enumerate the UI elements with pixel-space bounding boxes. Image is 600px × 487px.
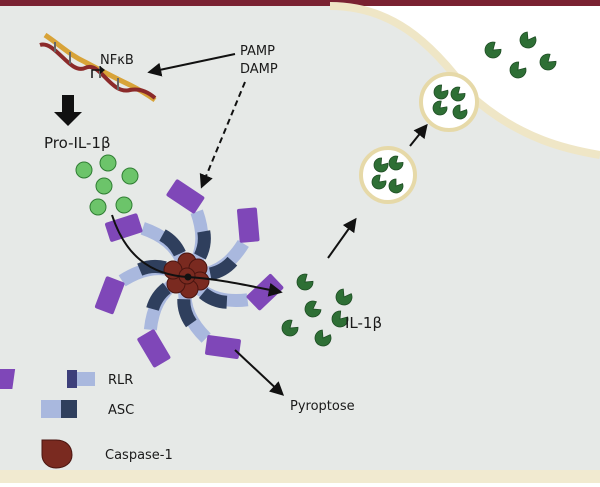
bottom-frame: [0, 470, 600, 483]
cleavage-point: [184, 273, 192, 281]
il1b-molecule: [484, 41, 502, 59]
pro-il1b-label: Pro-IL-1β: [44, 134, 111, 152]
il1b-molecule: [433, 84, 449, 100]
il1b-molecule: [331, 310, 349, 328]
pyroptose-label: Pyroptose: [290, 399, 355, 414]
dna-helix-icon: [39, 32, 157, 103]
il1b-label: IL-1β: [345, 314, 382, 332]
il1b-molecule: [296, 273, 314, 291]
il1b-molecule: [304, 300, 322, 318]
il1b-molecule: [388, 178, 404, 194]
il1b-molecule: [450, 86, 466, 102]
il1b-molecule: [452, 104, 468, 120]
secretion-arrow-2: [409, 123, 428, 147]
il1b-molecule: [388, 155, 404, 171]
vesicle-il1b-molecules: [371, 84, 468, 194]
il1b-molecule: [371, 174, 387, 190]
pamp-label: PAMP: [240, 44, 275, 59]
legend-asc-icon: [41, 400, 77, 418]
damp-to-inflammasome-arrow: [199, 81, 246, 189]
legend-rlr-icon: [0, 369, 95, 389]
il1b-molecule: [335, 288, 353, 306]
legend-asc-label: ASC: [108, 403, 134, 418]
top-bar: [0, 0, 600, 6]
pyroptose-arrow: [234, 349, 285, 396]
il1b-molecules: [281, 273, 353, 347]
inflammasome-complex: [94, 179, 284, 368]
extracellular-il1b-molecules: [484, 31, 557, 79]
il1b-molecule: [539, 53, 557, 71]
pro-il1b-molecules: [75, 154, 139, 216]
legend-caspase-label: Caspase-1: [105, 448, 173, 463]
legend-caspase-icon: [41, 439, 73, 469]
secretion-arrow-1: [327, 217, 357, 259]
il1b-molecule: [281, 319, 299, 337]
il1b-molecule: [519, 31, 537, 49]
pamp-to-nfkb-arrow: [147, 53, 236, 77]
legend-rlr-label: RLR: [108, 373, 133, 388]
vesicle-2: [419, 72, 479, 132]
vesicle-1: [359, 146, 417, 204]
il1b-molecule: [509, 61, 527, 79]
il1b-molecule: [373, 157, 389, 173]
legend: RLR ASC Caspase-1: [0, 369, 173, 469]
il1b-molecule: [314, 329, 332, 347]
transcription-arrow: [54, 95, 82, 126]
damp-label: DAMP: [240, 62, 278, 77]
promoter-arrow-icon: [91, 69, 100, 78]
nfkb-label: NFκB: [100, 53, 134, 68]
il1b-molecule: [432, 100, 448, 116]
